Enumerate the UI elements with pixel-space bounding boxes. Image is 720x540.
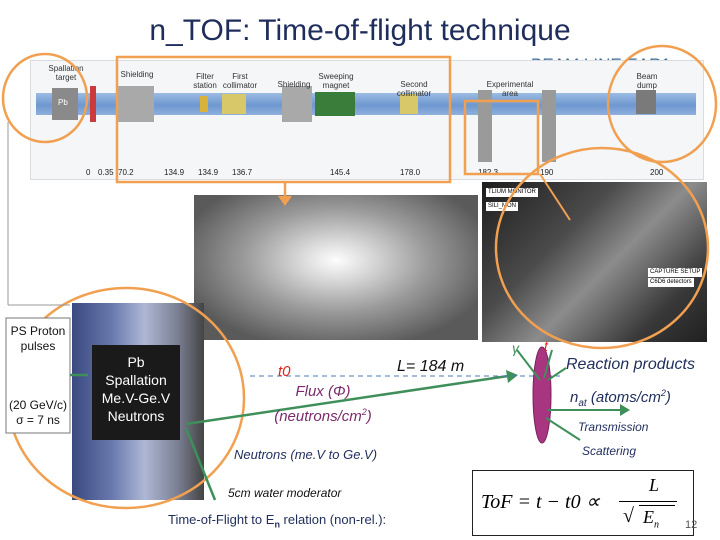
sqrt-bar	[639, 505, 675, 506]
tof-formula-box: ToF = t − t0 ∝ L √ En	[472, 470, 694, 536]
callout-circle-target	[3, 54, 87, 142]
t-label: t	[544, 338, 548, 354]
scattering-arrow	[546, 418, 580, 440]
t0-label: t0	[278, 363, 291, 380]
callout-box-tunnel	[117, 57, 450, 182]
connector-line	[540, 174, 570, 220]
page-number: 12	[685, 519, 697, 531]
down-arrowhead	[278, 196, 292, 206]
formula-lhs: ToF = t − t0 ∝	[481, 489, 600, 514]
proton-energy-label: (20 GeV/c) σ = 7 ns	[6, 398, 70, 428]
transmission-label: Transmission	[578, 420, 648, 434]
neutrons-range-label: Neutrons (me.V to Ge.V)	[234, 447, 377, 462]
proton-pulses-label: PS Proton pulses	[6, 324, 70, 354]
reaction-products-label: Reaction products	[566, 356, 695, 374]
length-label: L= 184 m	[397, 358, 464, 376]
callout-circle-ear	[608, 46, 716, 162]
callout-box-setup	[465, 101, 538, 174]
formula-fraction-bar	[619, 501, 677, 502]
sqrt-icon: √	[623, 505, 634, 528]
moderator-label: 5cm water moderator	[228, 486, 341, 500]
areal-density-label: nat (atoms/cm2)	[570, 388, 671, 409]
tof-relation-label: Time-of-Flight to En relation (non-rel.)…	[168, 512, 386, 530]
formula-numerator: L	[649, 475, 659, 496]
callout-circle-setup	[496, 148, 708, 348]
formula-denominator: En	[643, 507, 659, 531]
flux-label: Flux (Φ) (neutrons/cm2)	[258, 382, 388, 427]
gamma-label: γ	[512, 340, 519, 356]
scattering-label: Scattering	[582, 444, 636, 458]
reaction-arrow	[548, 368, 566, 380]
